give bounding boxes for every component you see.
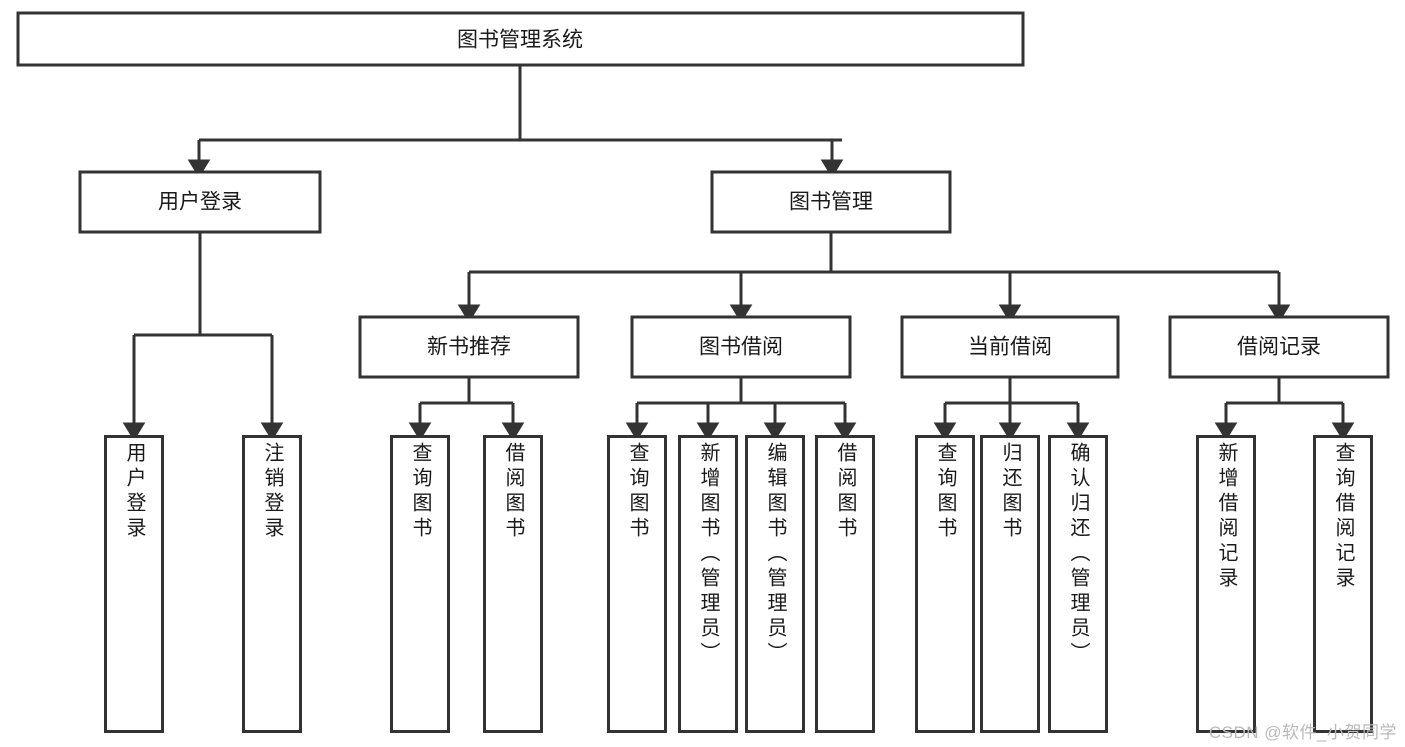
leaf-return-book-label: 归还图书 (999, 442, 1021, 542)
leaf-query-book-2-label: 查询图书 (626, 442, 648, 542)
leaf-borrow-book-1[interactable]: 借阅图书 (483, 435, 543, 733)
leaf-query-book-1[interactable]: 查询图书 (390, 435, 450, 733)
leaf-edit-book[interactable]: 编辑图书（管理员） (745, 435, 805, 733)
node-book-borrow[interactable]: 图书借阅 (630, 315, 852, 379)
leaf-query-book-1-label: 查询图书 (409, 442, 431, 542)
node-book-borrow-label: 图书借阅 (699, 336, 783, 359)
leaf-logout-label: 注销登录 (261, 442, 283, 542)
leaf-logout[interactable]: 注销登录 (242, 435, 302, 733)
leaf-user-login-label: 用户登录 (123, 442, 145, 542)
node-new-book-recommend[interactable]: 新书推荐 (358, 315, 580, 379)
edge-book-borrow-to-leaves (625, 377, 857, 441)
leaf-confirm-return-label: 确认归还（管理员） (1067, 442, 1089, 667)
edge-borrow-record-to-leaves (1214, 377, 1355, 441)
leaf-query-book-3-label: 查询图书 (934, 442, 956, 542)
leaf-user-login[interactable]: 用户登录 (104, 435, 164, 733)
leaf-borrow-book-2[interactable]: 借阅图书 (815, 435, 875, 733)
leaf-query-book-3[interactable]: 查询图书 (915, 435, 975, 733)
leaf-add-record-label: 新增借阅记录 (1215, 442, 1237, 592)
leaf-return-book[interactable]: 归还图书 (980, 435, 1040, 733)
leaf-borrow-book-2-label: 借阅图书 (834, 442, 856, 542)
leaf-confirm-return[interactable]: 确认归还（管理员） (1048, 435, 1108, 733)
edge-user-login-to-leaves (122, 232, 284, 441)
edge-root-to-level2 (187, 65, 844, 178)
node-current-borrow[interactable]: 当前借阅 (900, 315, 1120, 379)
leaf-add-book[interactable]: 新增图书（管理员） (678, 435, 738, 733)
node-book-manage[interactable]: 图书管理 (710, 170, 952, 234)
leaf-borrow-book-1-label: 借阅图书 (502, 442, 524, 542)
leaf-add-book-label: 新增图书（管理员） (697, 442, 719, 667)
edge-new-book-recommend-to-leaves (408, 377, 525, 441)
node-root[interactable]: 图书管理系统 (16, 11, 1025, 67)
edge-book-manage-to-level3 (457, 232, 1291, 323)
node-borrow-record-label: 借阅记录 (1237, 336, 1321, 359)
node-borrow-record[interactable]: 借阅记录 (1168, 315, 1390, 379)
node-user-login[interactable]: 用户登录 (78, 170, 322, 234)
leaf-query-book-2[interactable]: 查询图书 (607, 435, 667, 733)
leaf-add-record[interactable]: 新增借阅记录 (1196, 435, 1256, 733)
edge-current-borrow-to-leaves (933, 377, 1090, 441)
node-current-borrow-label: 当前借阅 (968, 336, 1052, 359)
leaf-query-record[interactable]: 查询借阅记录 (1313, 435, 1373, 733)
node-book-manage-label: 图书管理 (789, 191, 873, 214)
csdn-watermark: CSDN @软件_小贺同学 (1208, 723, 1397, 742)
node-user-login-label: 用户登录 (158, 191, 242, 214)
leaf-edit-book-label: 编辑图书（管理员） (764, 442, 786, 667)
leaf-query-record-label: 查询借阅记录 (1332, 442, 1354, 592)
node-new-book-recommend-label: 新书推荐 (427, 336, 511, 359)
node-root-label: 图书管理系统 (457, 29, 583, 52)
